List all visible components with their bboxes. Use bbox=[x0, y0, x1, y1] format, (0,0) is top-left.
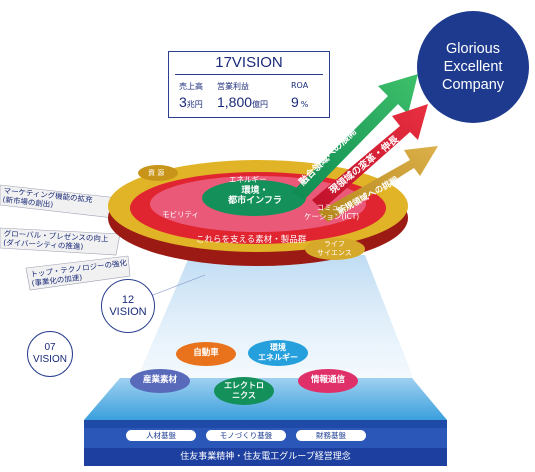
disc-life-label: ライフ サイエンス bbox=[317, 240, 352, 257]
disc-materials-label: これらを支える素材・製品群 bbox=[196, 235, 307, 245]
disc-top-tag bbox=[138, 165, 178, 181]
vision17-box: 17VISION 売上高 3兆円 営業利益 1,800億円 ROA 9% bbox=[168, 51, 330, 118]
vision07-circle: 07 VISION bbox=[27, 331, 73, 377]
pill-industrial: 産業素材 bbox=[142, 375, 177, 385]
vision17-divider bbox=[175, 74, 323, 75]
vision12-circle: 12 VISION bbox=[101, 279, 155, 333]
disc-center-label: 環境・ 都市インフラ bbox=[228, 186, 282, 206]
roa-value: 9 bbox=[291, 94, 299, 110]
green-arrow bbox=[292, 74, 418, 200]
disc-mobility-label: モビリティ bbox=[162, 210, 200, 219]
base-platform-front bbox=[84, 420, 447, 428]
pill-info: 情報通信 bbox=[310, 375, 345, 385]
base-mono: モノづくり基盤 bbox=[206, 430, 286, 441]
profit-value: 1,800 bbox=[217, 94, 253, 110]
goal-line-1: Glorious bbox=[446, 41, 500, 57]
pill-env-energy-shape bbox=[248, 340, 308, 366]
pill-electronics-shape bbox=[214, 377, 274, 405]
base-finance: 財務基盤 bbox=[296, 430, 366, 441]
sales-value: 3 bbox=[179, 94, 187, 110]
sales-label: 売上高 bbox=[179, 82, 203, 91]
pill-industrial-shape bbox=[130, 369, 190, 393]
goal-circle: Glorious Excellent Company bbox=[417, 11, 529, 123]
left-tag-ribbon-2 bbox=[0, 227, 121, 256]
disc-center bbox=[202, 180, 306, 216]
gold-arrow bbox=[318, 146, 438, 222]
pill-automotive-shape bbox=[176, 342, 236, 366]
pill-info-shape bbox=[298, 369, 358, 393]
sales-figure: 3兆円 bbox=[179, 92, 203, 111]
roa-label: ROA bbox=[291, 81, 309, 90]
disc-energy-label: エネルギー bbox=[229, 175, 267, 184]
roa-figure: 9% bbox=[291, 92, 308, 111]
profit-label: 営業利益 bbox=[217, 82, 249, 91]
goal-line-3: Company bbox=[441, 77, 505, 93]
pill-electronics: エレクトロ ニクス bbox=[224, 381, 264, 400]
vision17-title: 17VISION bbox=[215, 54, 283, 71]
disc-ict-label: コミュニ ケーション(ICT) bbox=[304, 203, 360, 221]
profit-unit: 億円 bbox=[252, 100, 269, 109]
footer-philosophy: 住友事業精神・住友電工グループ経営理念 bbox=[84, 448, 447, 466]
pill-env-energy: 環境 エネルギー bbox=[258, 343, 298, 362]
red-arrow bbox=[312, 104, 428, 210]
disc-top-tag-label: 資 源 bbox=[148, 169, 165, 177]
profit-figure: 1,800億円 bbox=[217, 92, 268, 111]
left-tag-ribbon-3 bbox=[25, 255, 131, 291]
disc-life-tag bbox=[305, 238, 365, 260]
goal-line-2: Excellent bbox=[443, 59, 503, 75]
roa-unit: % bbox=[300, 100, 309, 109]
sales-unit: 兆円 bbox=[186, 100, 203, 109]
pill-automotive: 自動車 bbox=[193, 348, 219, 358]
base-hr: 人材基盤 bbox=[126, 430, 196, 441]
